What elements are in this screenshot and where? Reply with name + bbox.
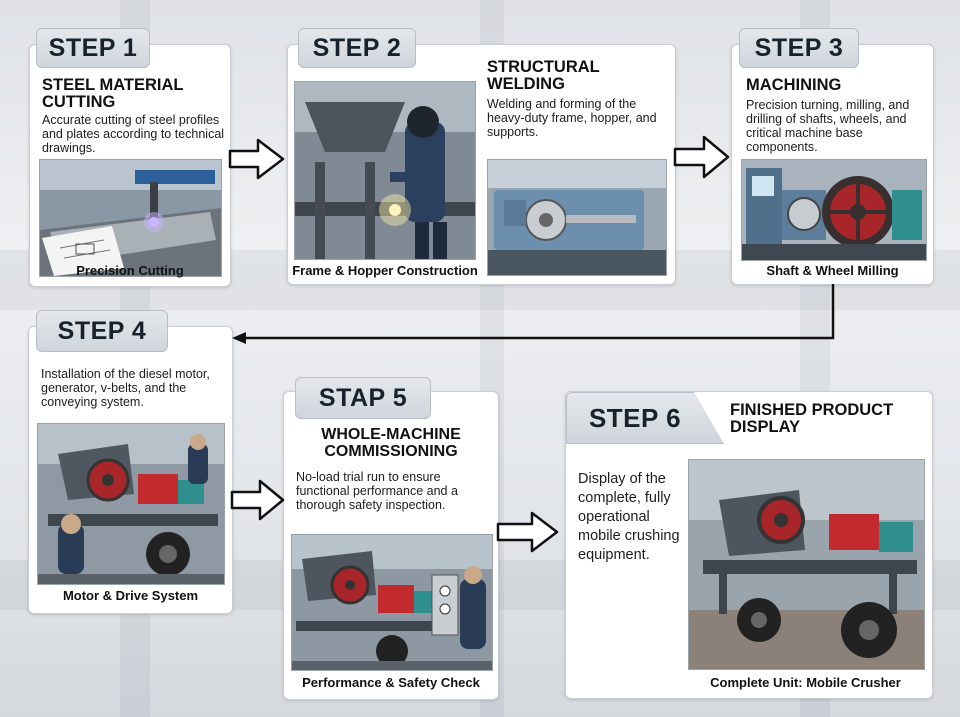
arrow-step-3-to-4: [232, 284, 835, 344]
step-1-card: STEEL MATERIAL CUTTING Accurate cutting …: [29, 44, 231, 287]
step-5-label: STAP 5: [295, 377, 431, 419]
step-1-label: STEP 1: [36, 28, 150, 68]
step-3-label: STEP 3: [739, 28, 859, 68]
step-5-photo: [291, 534, 493, 671]
step-1-description: Accurate cutting of steel profiles and p…: [42, 113, 225, 155]
arrow-step-1-to-2: [228, 138, 285, 180]
step-3-caption: Shaft & Wheel Milling: [766, 263, 899, 278]
arrow-step-2-to-3: [673, 135, 730, 179]
welder-icon: [295, 82, 475, 259]
step-5-description: No-load trial run to ensure functional p…: [296, 470, 458, 512]
step-4-card: Installation of the diesel motor, genera…: [28, 326, 233, 614]
step-6-label: STEP 6: [566, 392, 724, 444]
step-4-caption: Motor & Drive System: [62, 588, 199, 603]
lathe-icon: [488, 160, 666, 275]
step-5-caption: Performance & Safety Check: [302, 675, 480, 690]
step-6-card: STEP 6 FINISHED PRODUCT DISPLAY Display …: [565, 391, 933, 699]
step-1-title: STEEL MATERIAL CUTTING: [42, 76, 184, 111]
step-5-card: WHOLE-MACHINE COMMISSIONING No-load tria…: [283, 391, 499, 700]
step-2-title: STRUCTURAL WELDING: [487, 58, 600, 93]
step-2-description: Welding and forming of the heavy-duty fr…: [487, 97, 657, 139]
mobile-crusher-icon: [689, 460, 924, 669]
step-5-title: WHOLE-MACHINE COMMISSIONING: [321, 426, 461, 460]
step-2-label: STEP 2: [298, 28, 416, 68]
step-3-description: Precision turning, milling, and drilling…: [746, 98, 910, 154]
step-3-title: MACHINING: [746, 76, 842, 94]
step-1-caption: Precision Cutting: [76, 263, 184, 278]
assembly-icon: [38, 424, 224, 584]
step-6-title: FINISHED PRODUCT DISPLAY: [730, 401, 894, 436]
step-4-description: Installation of the diesel motor, genera…: [41, 367, 210, 409]
step-6-photo: [688, 459, 925, 670]
plasma-cutter-icon: [40, 160, 221, 276]
step-4-label: STEP 4: [36, 310, 168, 352]
step-1-photo: [39, 159, 222, 277]
step-6-description: Display of the complete, fully operation…: [578, 471, 680, 563]
step-2-photo-lathe: [487, 159, 667, 276]
step-4-photo: [37, 423, 225, 585]
arrow-step-5-to-6: [496, 511, 559, 553]
wheel-milling-icon: [742, 160, 926, 260]
step-2-caption: Frame & Hopper Construction: [292, 263, 478, 278]
step-2-photo-welding: [294, 81, 476, 260]
step-6-caption: Complete Unit: Mobile Crusher: [710, 675, 901, 690]
step-3-card: MACHINING Precision turning, milling, an…: [731, 44, 934, 285]
step-2-card: STRUCTURAL WELDING Welding and forming o…: [287, 44, 676, 285]
step-3-photo: [741, 159, 927, 261]
inspection-icon: [292, 535, 492, 670]
arrow-step-4-to-5: [230, 479, 285, 521]
